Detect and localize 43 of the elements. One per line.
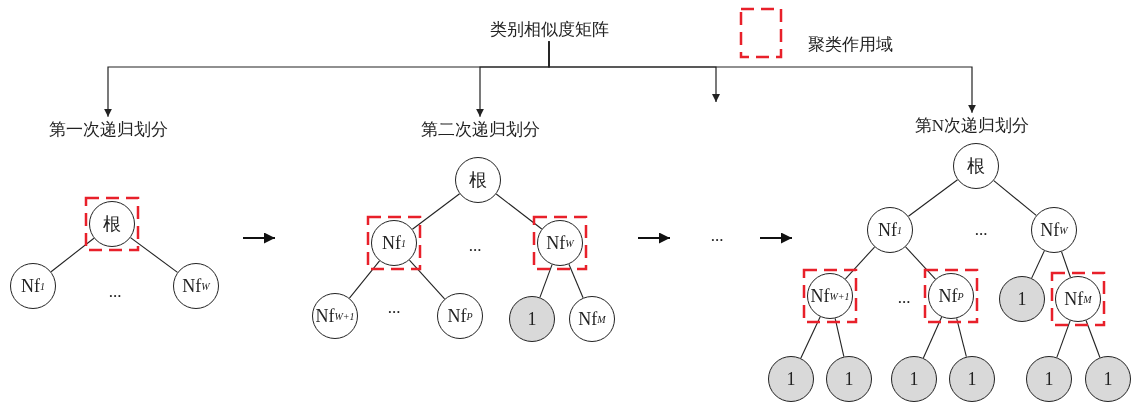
tree-edge <box>844 246 876 280</box>
tree-node: 1 <box>826 356 872 402</box>
tree-node: 根 <box>953 143 999 189</box>
tree-edge <box>956 317 967 358</box>
tree-edge <box>1056 320 1071 358</box>
tree-edge <box>495 193 543 230</box>
tree-edge <box>50 237 95 273</box>
tree-node: 1 <box>999 276 1045 322</box>
tree-node: 1 <box>768 356 814 402</box>
heading-label: 第一次递归划分 <box>48 119 168 141</box>
tree-edge <box>411 193 461 230</box>
tree-node: 1 <box>949 356 995 402</box>
tree-edge <box>568 263 584 299</box>
tree-edge <box>922 316 943 359</box>
tree-edge <box>1031 250 1045 279</box>
tree-edge <box>1061 251 1071 278</box>
tree-node: 根 <box>89 201 135 247</box>
ellipsis-label: ... <box>710 225 724 247</box>
tree-node: 根 <box>455 157 501 203</box>
tree-edge <box>800 316 821 359</box>
tree-node: 1 <box>1085 356 1131 402</box>
legend-label: 聚类作用域 <box>807 34 893 56</box>
ellipsis-label: ... <box>974 219 988 241</box>
ellipsis-label: ... <box>897 287 911 309</box>
ellipsis-label: ... <box>468 235 482 257</box>
heading-label: 第N次递归划分 <box>914 115 1030 137</box>
tree-edge <box>129 237 179 273</box>
ellipsis-label: ... <box>387 297 401 319</box>
tree-node: 1 <box>1026 356 1072 402</box>
tree-edge <box>1085 320 1101 358</box>
tree-edge <box>834 317 845 358</box>
tree-edge <box>905 246 936 280</box>
tree-node: 1 <box>509 296 555 342</box>
heading-label: 第二次递归划分 <box>420 119 540 141</box>
tree-edge <box>907 179 959 217</box>
tree-edge <box>539 264 553 298</box>
arrow <box>548 40 976 114</box>
tree-edge <box>348 260 381 299</box>
tree-edge <box>408 259 446 300</box>
matrix-label: 类别相似度矩阵 <box>489 19 609 41</box>
ellipsis-label: ... <box>108 281 122 303</box>
tree-edge <box>993 180 1037 216</box>
tree-node: 1 <box>891 356 937 402</box>
